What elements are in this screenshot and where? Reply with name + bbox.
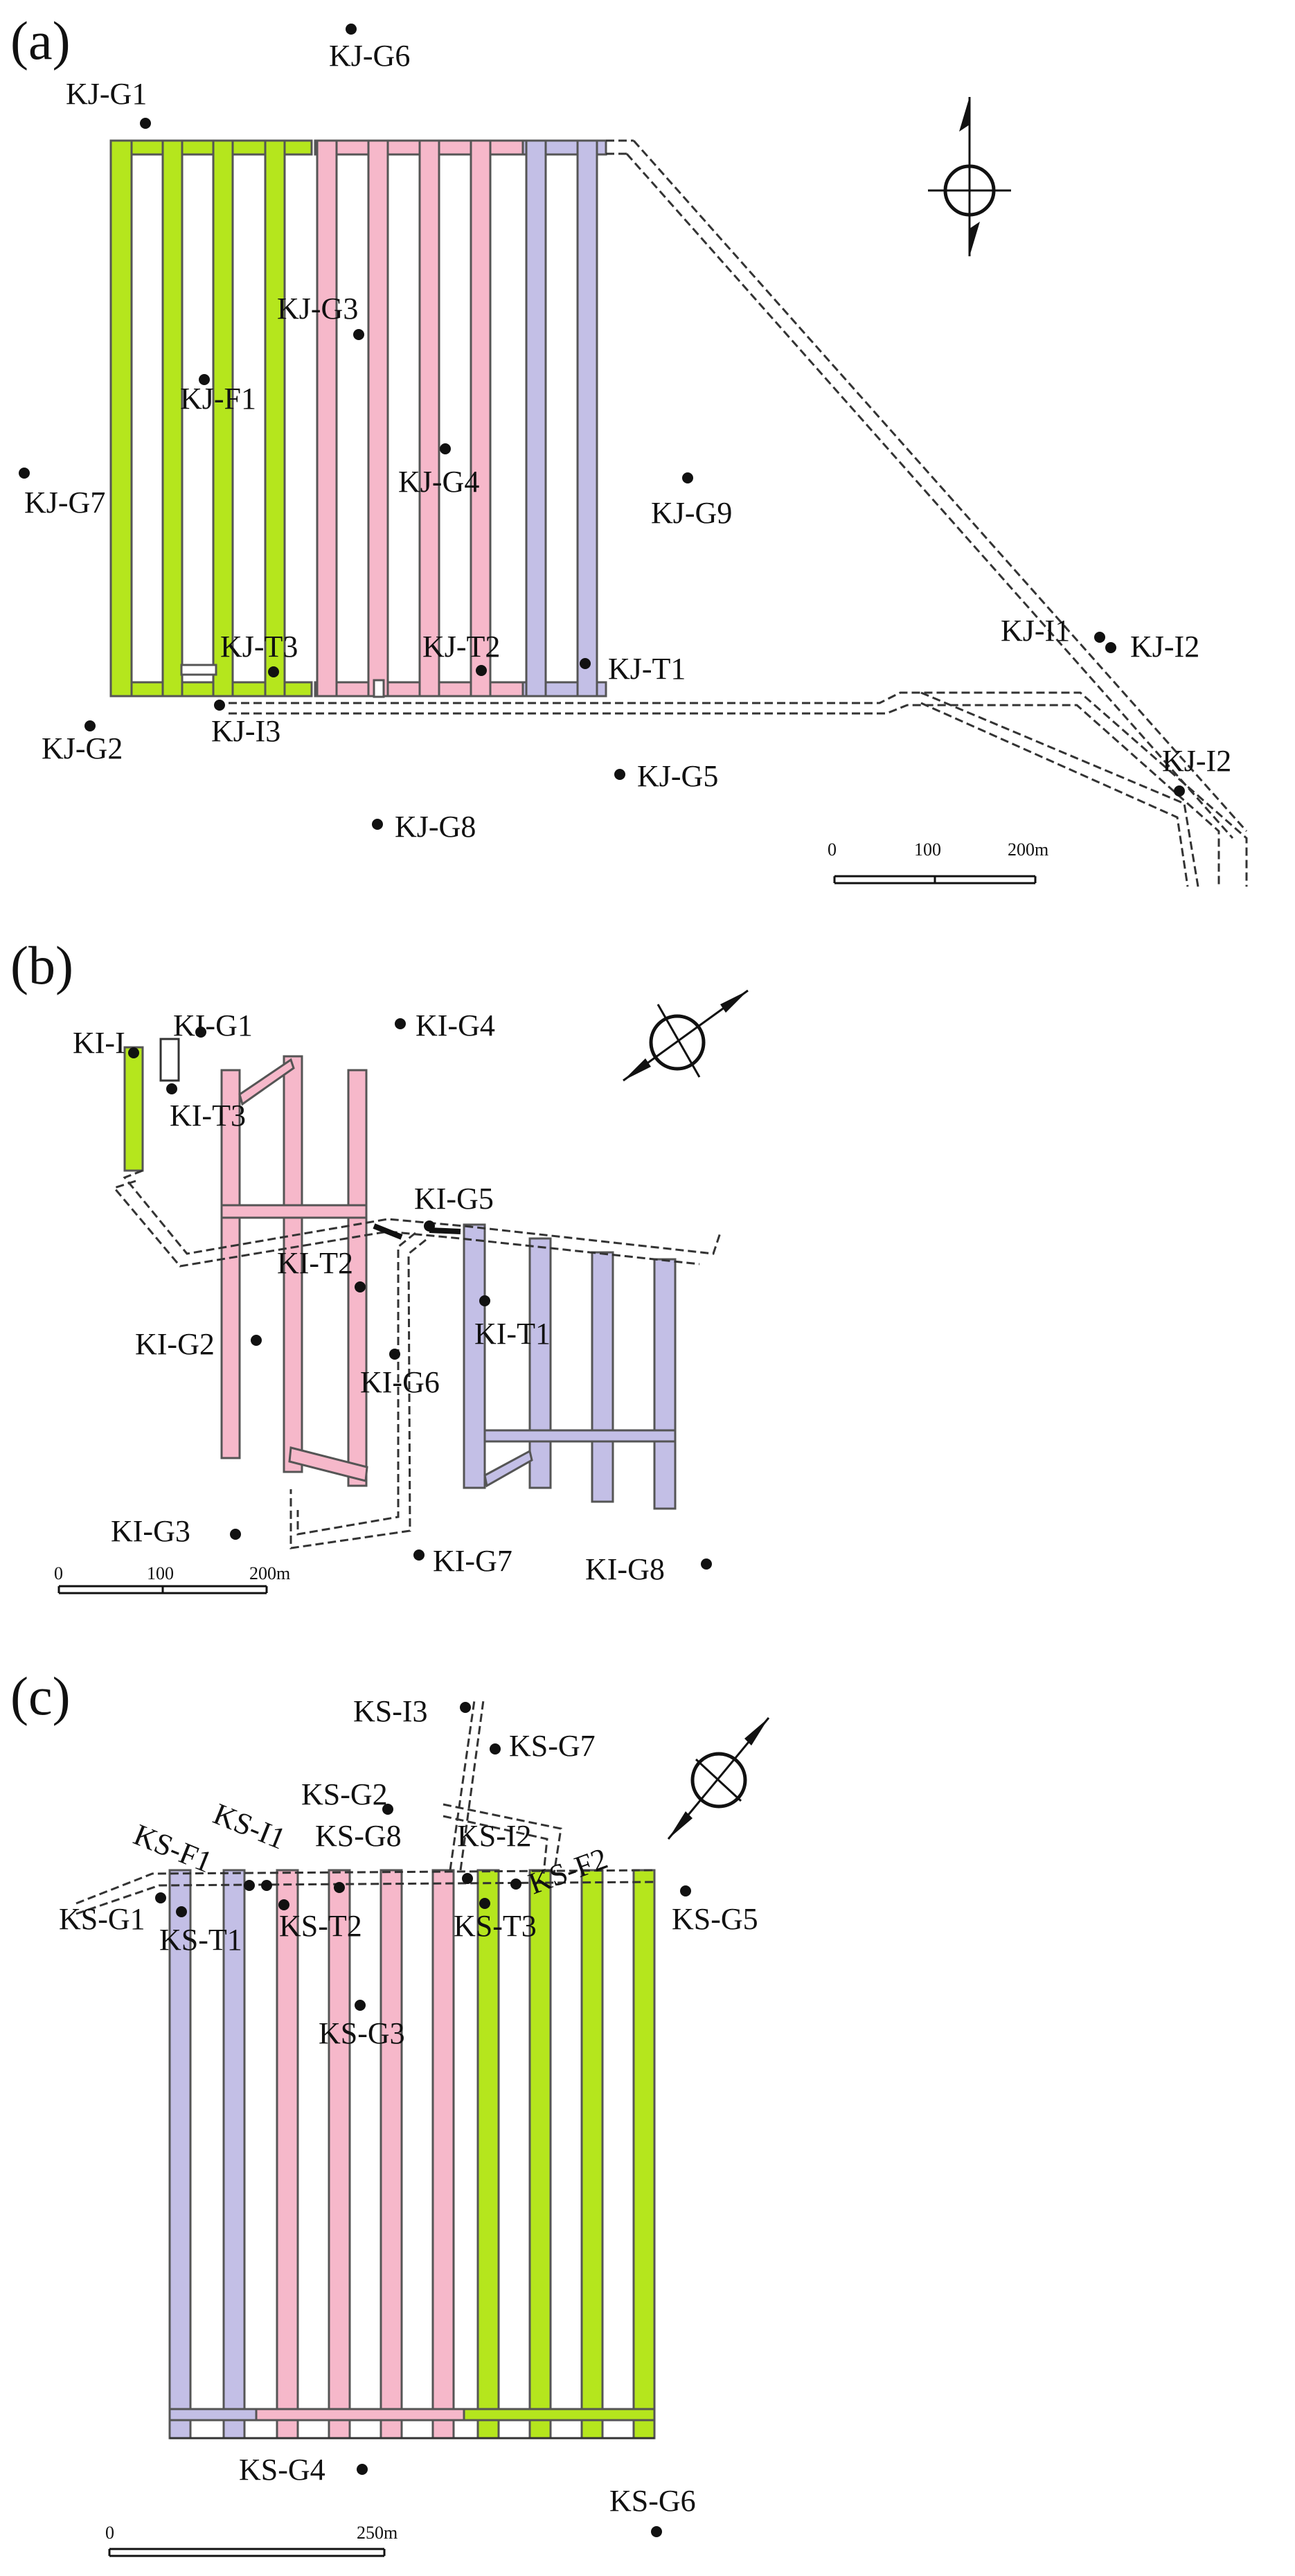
panel-b-lavender-zone [463,1223,677,1510]
panel-a-pink-zone [314,139,524,698]
point-label-kj-g9: KJ-G9 [651,496,732,530]
panel-b-north-arrow-icon [623,989,749,1082]
point-label-ki-g2: KI-G2 [135,1327,215,1361]
point-label-ks-g1: KS-G1 [59,1902,145,1936]
panel-c-pink-zone [255,1869,465,2440]
point-label-ks-i2: KS-I2 [457,1819,532,1853]
panel-c-scale-tick-1: 250m [357,2523,398,2543]
point-label-kj-i1: KJ-I1 [1001,614,1070,648]
point-label-ks-t2: KS-T2 [279,1909,362,1943]
point-label-ki-i: KI-I [73,1026,125,1060]
point-label-kj-g2: KJ-G2 [42,731,123,765]
point-label-ks-g7: KS-G7 [509,1729,596,1763]
point-label-kj-g4: KJ-G4 [398,465,479,499]
point-label-kj-g3: KJ-G3 [277,292,358,326]
panel-a-scale-bar: 0 100 200m [828,840,1048,885]
point-label-ks-i3: KS-I3 [353,1694,428,1728]
point-label-ki-g8: KI-G8 [585,1552,665,1586]
panel-a-lavender-zone [521,139,607,698]
panel-a-roadways [229,139,1248,887]
point-label-ks-g8: KS-G8 [315,1819,402,1853]
point-label-ki-t2: KI-T2 [277,1246,353,1280]
panel-b-pink-zone [220,1055,368,1487]
point-label-kj-g1: KJ-G1 [66,77,147,111]
point-label-ks-g2: KS-G2 [301,1777,388,1811]
panel-c: (c) [10,1666,770,2557]
panel-a: (a) [10,10,1248,887]
panel-b-points: KI-I KI-G1 KI-G2 KI-G3 KI-G4 KI-G5 KI-G6… [73,1009,712,1586]
panel-a-label: (a) [10,10,71,71]
panel-c-green-zone [463,1869,656,2440]
panel-b-scale-tick-2: 200m [249,1563,290,1583]
point-label-kj-i2-upper: KJ-I2 [1130,630,1199,664]
point-label-kj-g8: KJ-G8 [395,810,476,844]
panel-a-north-arrow-icon [928,97,1011,256]
panel-b: (b) [10,935,749,1595]
point-label-ki-g3: KI-G3 [111,1514,190,1548]
panel-b-scale-tick-0: 0 [54,1563,63,1583]
panel-c-scale-bar: 0 250m [105,2523,398,2557]
point-label-ks-g5: KS-G5 [672,1902,758,1936]
point-label-kj-t1: KJ-T1 [608,652,686,686]
point-label-ks-t3: KS-T3 [454,1909,537,1943]
panel-c-lavender-zone [168,1869,258,2440]
panel-b-label: (b) [10,935,73,995]
point-label-kj-i3: KJ-I3 [211,714,280,748]
point-label-ks-g4: KS-G4 [239,2453,325,2487]
panel-c-north-arrow-icon [667,1717,770,1840]
panel-b-roadways [112,1169,722,1549]
point-label-kj-g7: KJ-G7 [24,486,105,519]
point-label-ks-g6: KS-G6 [609,2484,696,2518]
point-label-kj-g6: KJ-G6 [329,39,410,73]
panel-a-scale-tick-0: 0 [828,840,837,860]
point-label-ks-i1: KS-I1 [208,1797,290,1856]
panel-a-scale-tick-2: 200m [1008,840,1048,860]
point-label-ki-t3: KI-T3 [170,1099,246,1132]
panel-c-label: (c) [10,1666,71,1726]
point-label-kj-f1: KJ-F1 [180,382,256,416]
point-label-kj-t3: KJ-T3 [220,630,298,664]
point-label-ki-g6: KI-G6 [360,1365,440,1399]
point-label-ks-g3: KS-G3 [319,2016,405,2050]
point-label-ki-g4: KI-G4 [416,1009,495,1042]
point-label-ki-g5: KI-G5 [414,1182,494,1216]
panel-a-points: KJ-G1 KJ-G2 KJ-G3 KJ-G4 KJ-G5 KJ-G6 KJ-G… [19,24,1231,844]
panel-b-green-zone [123,1038,180,1172]
point-label-ki-g7: KI-G7 [433,1544,512,1578]
panel-c-scale-tick-0: 0 [105,2523,114,2543]
panel-b-scale-bar: 0 100 200m [54,1563,290,1595]
point-label-ki-t1: KI-T1 [474,1317,551,1351]
point-label-kj-t2: KJ-T2 [422,630,500,664]
panel-c-roadways [75,1700,655,2440]
panel-a-green-zone [109,139,313,698]
point-label-ki-g1: KI-G1 [173,1009,253,1042]
point-label-kj-i2-lower: KJ-I2 [1162,744,1231,778]
panel-b-scale-tick-1: 100 [147,1563,174,1583]
point-label-kj-g5: KJ-G5 [637,759,718,793]
panel-a-scale-tick-1: 100 [914,840,941,860]
point-label-ks-t1: KS-T1 [159,1923,242,1957]
